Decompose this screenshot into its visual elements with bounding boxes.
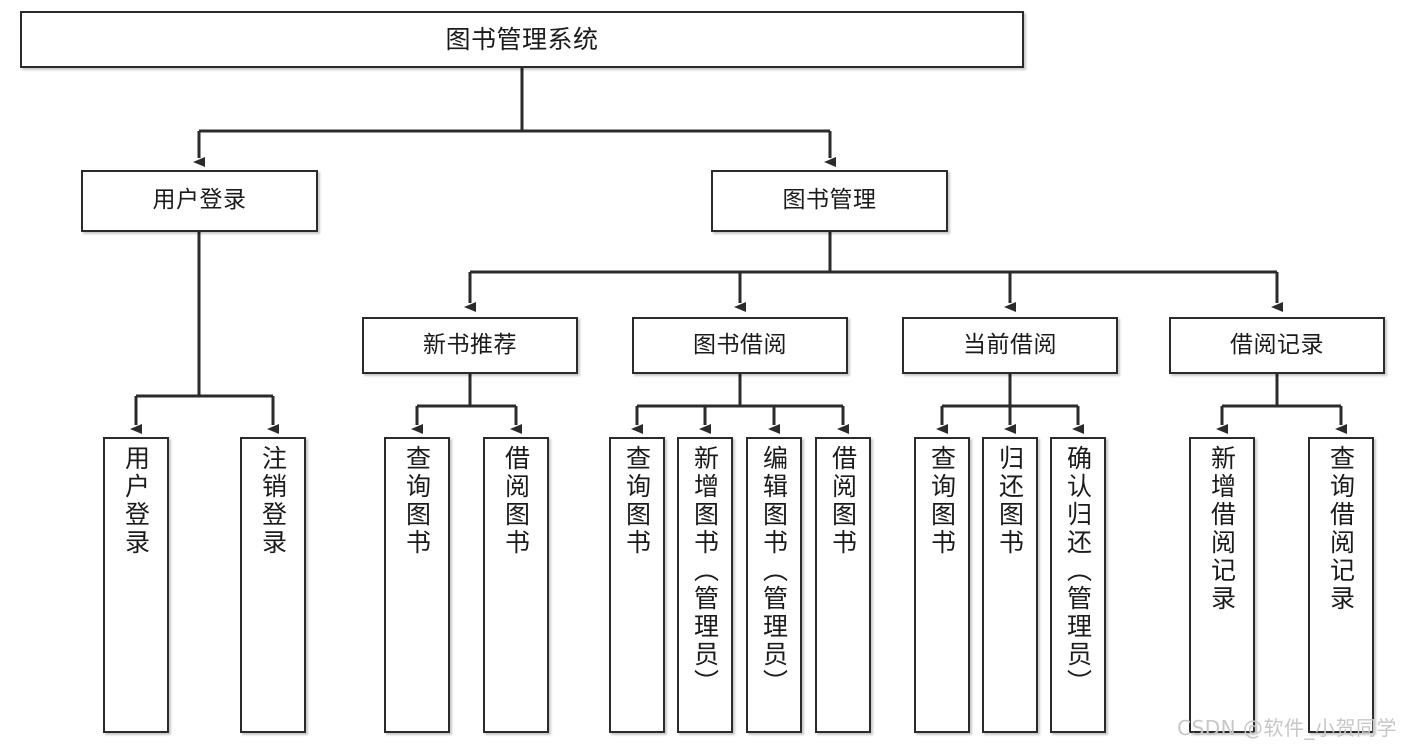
- leaf-query-book-3[interactable]: 查询图书: [914, 437, 970, 733]
- node-label: 新增借阅记录: [1207, 445, 1237, 613]
- leaf-user-login[interactable]: 用户登录: [103, 437, 169, 733]
- node-label: 图书管理: [782, 187, 877, 214]
- node-borrow-record[interactable]: 借阅记录: [1169, 317, 1385, 374]
- watermark-text: CSDN @软件_小贺同学: [1177, 716, 1397, 740]
- node-label: 查询图书: [927, 445, 957, 557]
- node-label: 当前借阅: [963, 331, 1057, 358]
- leaf-query-book-1[interactable]: 查询图书: [384, 437, 450, 733]
- node-new-book-recommend[interactable]: 新书推荐: [362, 317, 578, 374]
- node-label: 查询图书: [402, 445, 432, 557]
- leaf-add-book[interactable]: 新增图书（管理员）: [677, 437, 733, 733]
- node-label: 新增图书（管理员）: [690, 445, 720, 697]
- leaf-query-book-2[interactable]: 查询图书: [609, 437, 665, 733]
- node-label: 归还图书: [995, 445, 1025, 557]
- node-label: 查询图书: [622, 445, 652, 557]
- node-label: 查询借阅记录: [1326, 445, 1356, 613]
- node-user-login[interactable]: 用户登录: [81, 170, 318, 232]
- node-label: 用户登录: [121, 445, 151, 557]
- leaf-confirm-return[interactable]: 确认归还（管理员）: [1050, 437, 1106, 733]
- node-current-borrow[interactable]: 当前借阅: [902, 317, 1118, 374]
- node-book-borrow[interactable]: 图书借阅: [632, 317, 848, 374]
- node-label: 图书管理系统: [445, 24, 599, 54]
- leaf-add-record[interactable]: 新增借阅记录: [1189, 437, 1255, 733]
- node-label: 借阅图书: [828, 445, 858, 557]
- leaf-borrow-book-2[interactable]: 借阅图书: [815, 437, 871, 733]
- node-label: 注销登录: [258, 445, 288, 557]
- node-label: 借阅记录: [1230, 331, 1324, 358]
- leaf-logout[interactable]: 注销登录: [240, 437, 306, 733]
- leaf-query-record[interactable]: 查询借阅记录: [1308, 437, 1374, 733]
- node-label: 确认归还（管理员）: [1063, 445, 1093, 697]
- node-label: 图书借阅: [693, 331, 787, 358]
- node-label: 借阅图书: [501, 445, 531, 557]
- node-label: 用户登录: [152, 187, 247, 214]
- node-book-manage[interactable]: 图书管理: [711, 170, 948, 232]
- leaf-borrow-book-1[interactable]: 借阅图书: [483, 437, 549, 733]
- node-label: 编辑图书（管理员）: [759, 445, 789, 697]
- node-root-system[interactable]: 图书管理系统: [20, 11, 1024, 68]
- leaf-return-book[interactable]: 归还图书: [982, 437, 1038, 733]
- leaf-edit-book[interactable]: 编辑图书（管理员）: [746, 437, 802, 733]
- node-label: 新书推荐: [423, 331, 517, 358]
